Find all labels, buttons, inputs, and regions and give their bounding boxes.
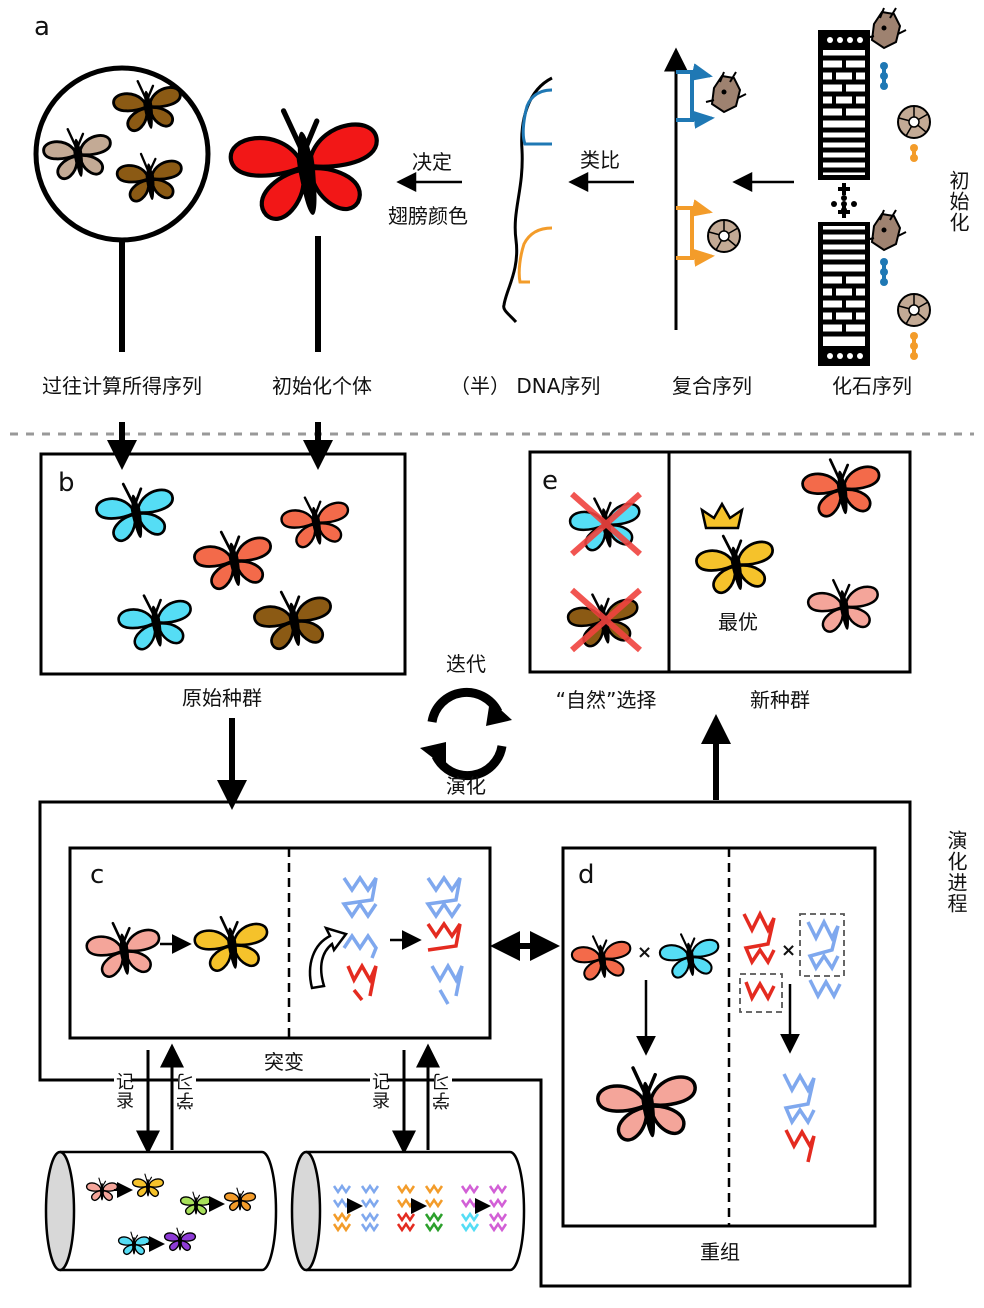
- dna-before-mutation: [341, 874, 378, 1002]
- recombination-label: 重组: [700, 1240, 740, 1264]
- best-yellow-butterfly: [691, 526, 780, 599]
- parent-red-dna: [742, 910, 776, 1003]
- learn-left-label: 学习: [176, 1072, 197, 1110]
- fossil-sequence-label: 化石序列: [832, 374, 912, 398]
- curved-white-arrow-icon: [308, 925, 349, 990]
- past-sequences-label: 过往计算所得序列: [42, 374, 202, 398]
- iterate-label: 迭代: [446, 652, 486, 676]
- shell-icon-strip-1: [897, 105, 931, 139]
- original-population-label: 原始种群: [182, 686, 262, 710]
- recombination-box: [561, 846, 877, 1228]
- analogy-label: 类比: [580, 148, 620, 172]
- dna-sequence-label: （半） DNA序列: [450, 376, 600, 396]
- cross-symbol-dna: ×: [781, 940, 797, 961]
- crossover-region-left: [739, 973, 783, 1013]
- record-right-label: 记录: [369, 1072, 390, 1110]
- panel-label-e: e: [542, 466, 558, 496]
- blue-marker-stack: [880, 62, 888, 286]
- evolve-label: 演化: [446, 774, 486, 798]
- panel-label-b: b: [58, 468, 75, 498]
- mutation-label: 突变: [260, 1052, 308, 1072]
- evolution-process-side-label: 演化进程: [944, 830, 968, 914]
- composite-sequence-label: 复合序列: [672, 374, 752, 398]
- orange-butterfly-1: [189, 522, 278, 595]
- offspring-dna: [782, 1072, 816, 1163]
- fossil-strip-upper: [818, 30, 870, 180]
- dna-after-mutation: [425, 874, 464, 1005]
- initialization-side-label: 初始化: [946, 170, 970, 233]
- crown-icon: [700, 501, 744, 530]
- new-orange-butterfly: [798, 451, 886, 521]
- fossil-icon-composite: [705, 71, 747, 113]
- cross-symbol-butterflies: ×: [637, 942, 653, 963]
- wing-color-label: 翅膀颜色: [388, 204, 468, 228]
- new-population-label: 新种群: [750, 688, 810, 712]
- composite-sequence-axis: [664, 47, 715, 330]
- panel-label-a: a: [34, 12, 50, 42]
- learn-right-label: 学习: [432, 1072, 453, 1110]
- memory-dna-pairs: [332, 1183, 508, 1233]
- new-salmon-butterfly: [804, 573, 884, 636]
- panel-label-c: c: [90, 860, 105, 890]
- parent-blue-dna: [806, 918, 842, 1000]
- crossover-region-right: [799, 913, 845, 977]
- fossil-strip-lower: [818, 222, 870, 366]
- evolution-process-frame: [38, 800, 912, 1288]
- cross-out-mark-1: [570, 491, 642, 557]
- determine-label: 决定: [412, 150, 452, 174]
- fossil-icon-strip-2: [865, 209, 907, 251]
- butterfly-memory-cylinder: [44, 1150, 278, 1272]
- dna-prefix: （半）: [450, 374, 510, 398]
- cyan-butterfly-1: [91, 474, 180, 547]
- fossil-icon-strip-1: [865, 7, 907, 49]
- cycle-icon: [420, 687, 512, 781]
- orange-marker-stack: [910, 144, 918, 360]
- orange-butterfly-2: [277, 489, 355, 552]
- shell-icon-composite: [707, 219, 741, 253]
- fossil-strip-separator: [831, 183, 857, 218]
- panel-label-d: d: [578, 860, 595, 890]
- brown-butterfly-3: [249, 582, 338, 655]
- record-left-label: 记录: [113, 1072, 134, 1110]
- red-initial-butterfly: [225, 99, 386, 226]
- initial-individual-label: 初始化个体: [272, 374, 372, 398]
- natural-selection-label: “自然”选择: [555, 688, 657, 712]
- best-label: 最优: [718, 610, 758, 634]
- dna-memory-cylinder: [290, 1150, 526, 1272]
- cross-out-mark-2: [570, 587, 642, 653]
- shell-icon-strip-2: [897, 293, 931, 327]
- dna-text: DNA序列: [516, 374, 601, 398]
- original-population-box: [39, 452, 407, 676]
- cyan-butterfly-2: [113, 586, 198, 655]
- selection-box: [528, 450, 912, 674]
- dna-strand: [502, 76, 553, 323]
